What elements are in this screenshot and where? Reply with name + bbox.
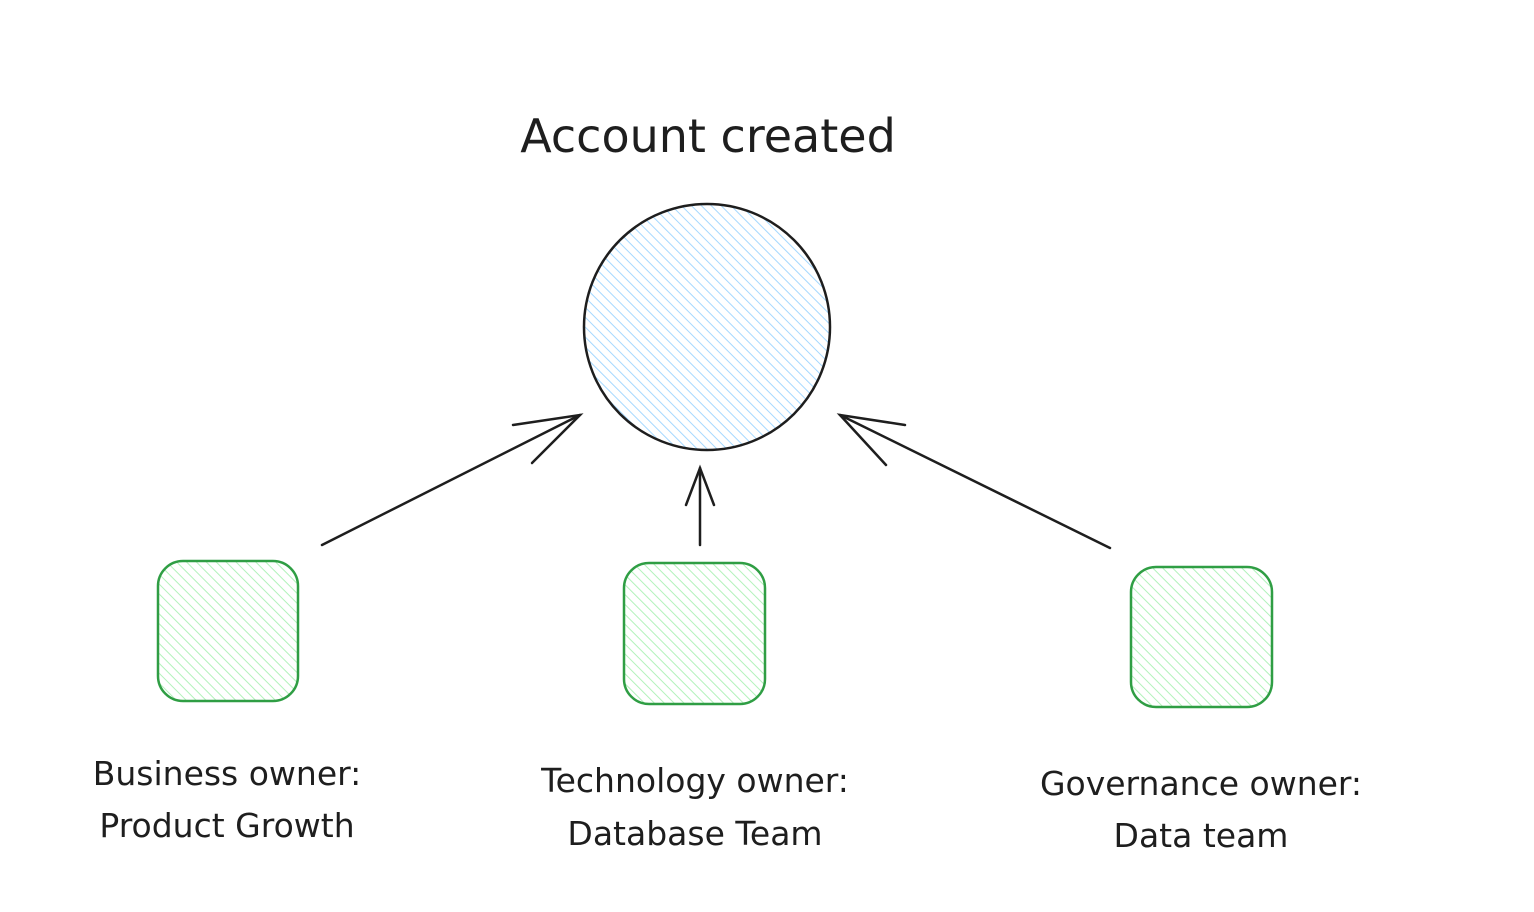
- diagram-title: Account created: [520, 109, 896, 163]
- governance-owner-name: Data team: [1114, 816, 1289, 855]
- technology-owner-node: [622, 561, 767, 706]
- business-owner-node: [156, 559, 300, 703]
- arrow-technology-to-account: [684, 464, 716, 547]
- arrow-governance-to-account: [836, 413, 1112, 550]
- business-owner-name: Product Growth: [99, 806, 354, 845]
- business-owner-role: Business owner:: [93, 754, 362, 793]
- technology-owner-name: Database Team: [567, 814, 822, 853]
- governance-owner-node: [1129, 565, 1274, 709]
- account-created-node: [582, 202, 832, 452]
- technology-owner-role: Technology owner:: [540, 761, 849, 800]
- governance-owner-role: Governance owner:: [1040, 764, 1362, 803]
- arrow-business-to-account: [320, 413, 584, 547]
